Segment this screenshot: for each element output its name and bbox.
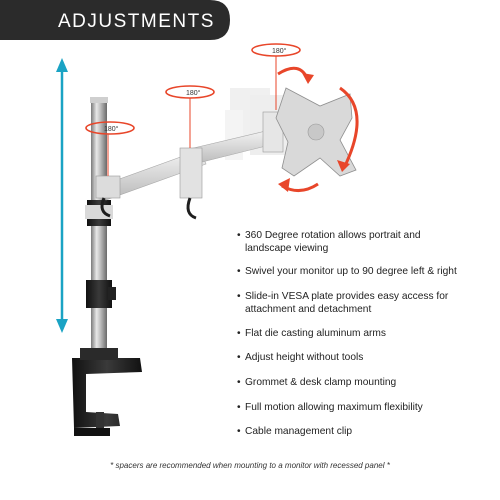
list-item: • Grommet & desk clamp mounting	[237, 376, 396, 389]
list-item: • Swivel your monitor up to 90 degree le…	[237, 265, 457, 278]
list-item: • Adjust height without tools	[237, 351, 363, 364]
list-item: • 360 Degree rotation allows portrait an…	[237, 229, 455, 255]
bullet-icon: •	[237, 328, 241, 339]
section-header: Adjustments	[0, 0, 230, 40]
bullet-icon: •	[237, 230, 241, 241]
feature-text: Cable management clip	[245, 426, 353, 437]
list-item: • Flat die casting aluminum arms	[237, 327, 386, 340]
feature-text: 360 Degree rotation allows portrait and …	[245, 230, 421, 254]
feature-text: Flat die casting aluminum arms	[245, 328, 386, 339]
page-title: Adjustments	[58, 11, 215, 32]
feature-text: Swivel your monitor up to 90 degree left…	[245, 266, 457, 277]
bullet-icon: •	[237, 266, 241, 277]
bullet-icon: •	[237, 352, 241, 363]
footnote: * spacers are recommended when mounting …	[110, 461, 390, 470]
header-banner	[0, 0, 230, 40]
feature-text: Grommet & desk clamp mounting	[245, 377, 397, 388]
list-item: • Full motion allowing maximum flexibili…	[237, 401, 423, 414]
desk-clamp	[72, 348, 142, 436]
swivel-indicators: 180° 180° 180°	[85, 43, 301, 176]
bullet-icon: •	[237, 402, 241, 413]
bullet-icon: •	[237, 291, 241, 302]
feature-text: Full motion allowing maximum flexibility	[245, 402, 423, 413]
swivel-label: 180°	[104, 125, 119, 133]
height-adjust-arrow	[56, 58, 68, 333]
swivel-label: 180°	[186, 89, 201, 97]
mount-pole	[91, 100, 107, 362]
feature-text: Slide-in VESA plate provides easy access…	[245, 291, 449, 315]
bullet-icon: •	[237, 377, 241, 388]
vesa-plate	[275, 87, 357, 177]
bullet-icon: •	[237, 426, 241, 437]
feature-text: Adjust height without tools	[245, 352, 364, 363]
list-item: • Cable management clip	[237, 425, 352, 438]
rotation-arrow-heads	[278, 73, 350, 192]
swivel-label: 180°	[272, 47, 287, 55]
list-item: • Slide-in VESA plate provides easy acce…	[237, 290, 450, 316]
height-clamp	[86, 280, 112, 308]
